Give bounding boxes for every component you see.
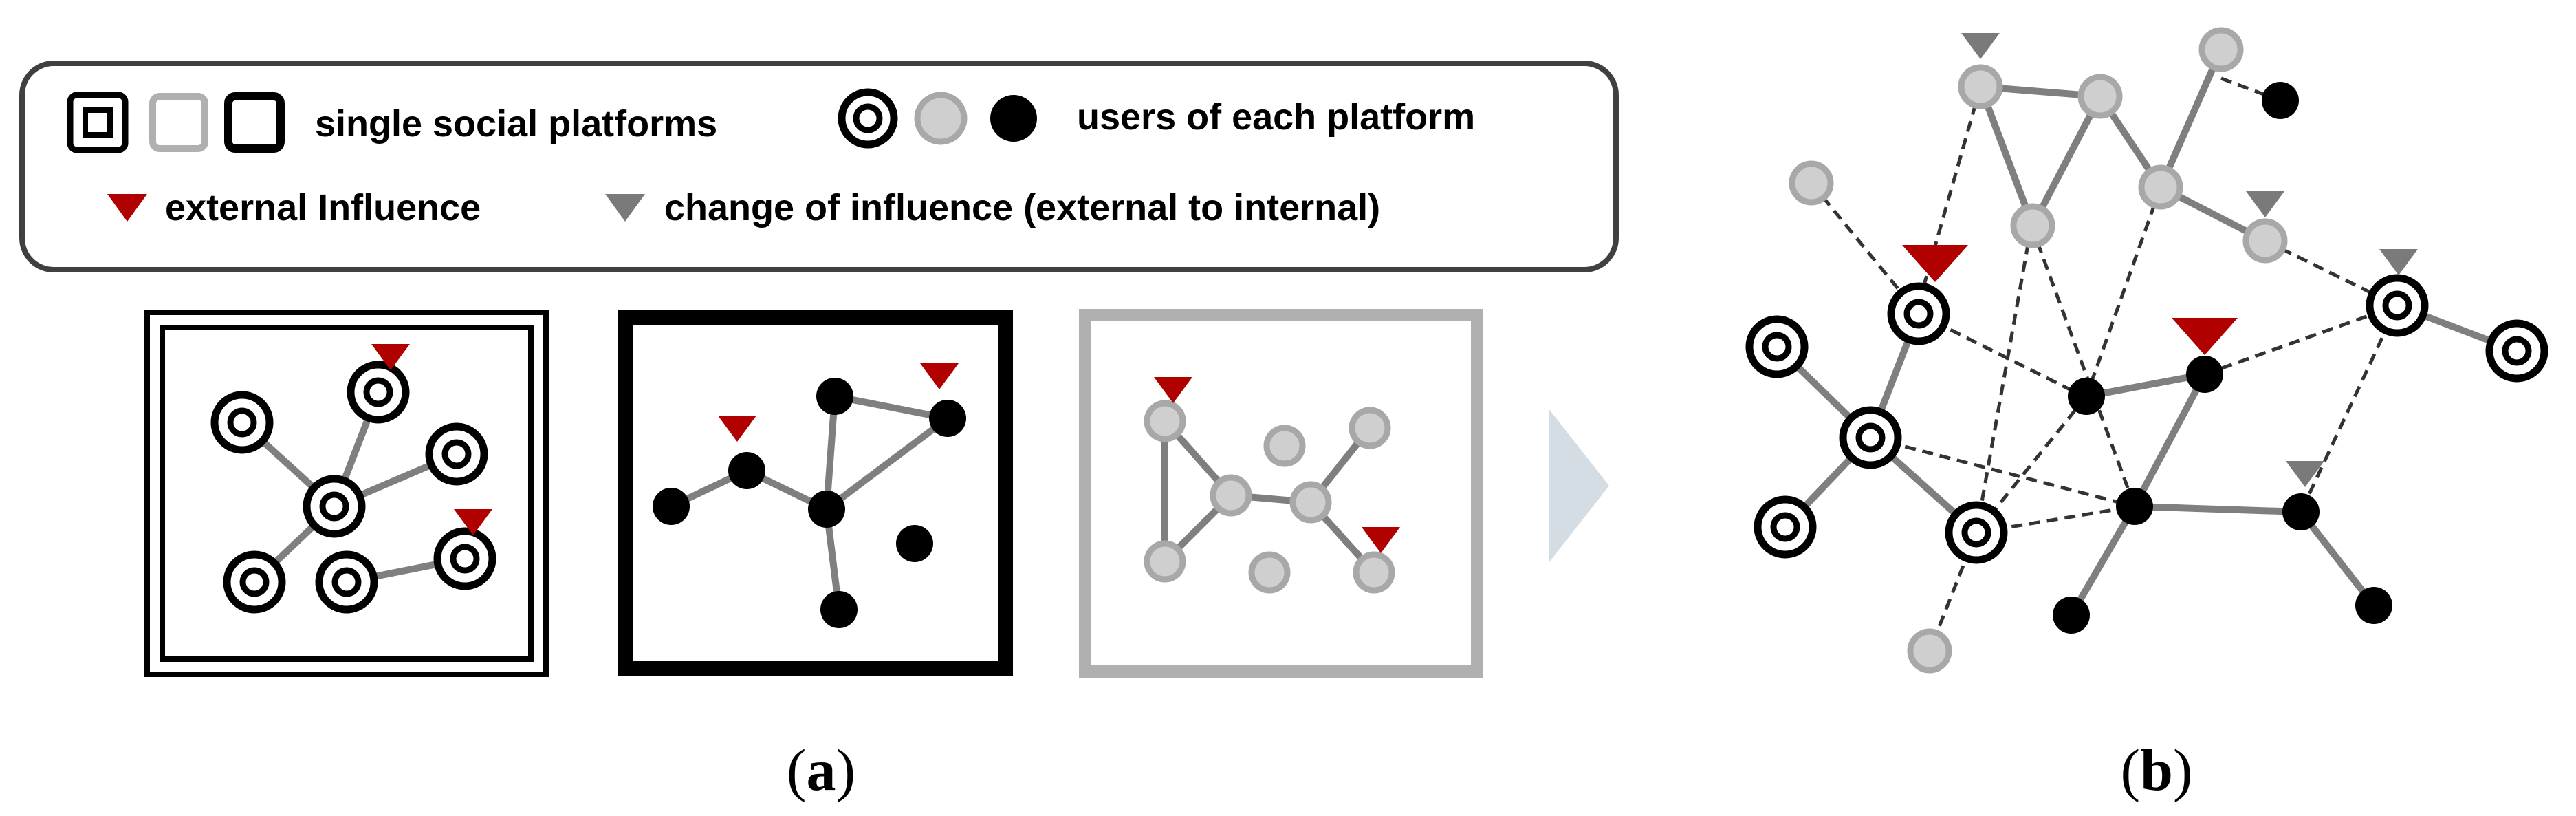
user-node xyxy=(2242,218,2288,264)
change-of-influence-marker xyxy=(2246,191,2284,217)
user-node xyxy=(816,378,853,415)
panel-users xyxy=(653,378,966,628)
external-influence-marker xyxy=(1154,377,1192,403)
user-node xyxy=(425,422,488,486)
external-influence-icon xyxy=(107,194,147,222)
user-node xyxy=(1958,64,2003,109)
svg-text:(b): (b) xyxy=(2120,737,2192,803)
platform-black-icon xyxy=(224,92,285,153)
user-node xyxy=(1789,160,1834,206)
user-node xyxy=(210,391,274,454)
transition-arrow xyxy=(1549,409,1609,563)
user-node xyxy=(929,400,966,437)
user-target-icon xyxy=(838,88,898,149)
user-node xyxy=(653,488,690,525)
user-node xyxy=(315,550,378,614)
user-node xyxy=(2010,203,2055,248)
external-influence-marker xyxy=(718,416,756,442)
user-node xyxy=(820,591,858,628)
user-node xyxy=(808,491,845,528)
merged-network xyxy=(1745,27,2548,674)
user-gray-icon xyxy=(914,92,968,145)
user-node xyxy=(1945,501,2008,564)
user-node xyxy=(2138,164,2183,210)
panel-outer-border xyxy=(144,310,549,677)
external-influence-marker xyxy=(1902,245,1968,282)
platform-double-border-icon xyxy=(67,92,129,153)
user-node xyxy=(1887,282,1950,345)
platform-gray-icon xyxy=(149,93,208,152)
external-influence-marker xyxy=(920,363,959,389)
caption-a-letter: a xyxy=(807,737,836,803)
user-node xyxy=(2262,82,2299,119)
legend: single social platforms users of each pl… xyxy=(19,61,1619,272)
platform-panel-double xyxy=(144,310,549,677)
user-node xyxy=(1210,474,1252,517)
user-black-icon xyxy=(990,95,1037,142)
panel-border xyxy=(1079,309,1483,678)
user-node xyxy=(1907,628,1952,674)
panel-border xyxy=(618,310,1013,676)
black-users xyxy=(2053,82,2392,634)
user-node xyxy=(303,475,366,538)
platform-panel-gray xyxy=(1079,309,1483,678)
change-of-influence-marker xyxy=(2286,461,2324,487)
change-of-influence-icon xyxy=(605,194,645,222)
user-node xyxy=(1263,425,1306,467)
user-node xyxy=(2186,356,2223,393)
user-node xyxy=(2198,27,2244,72)
legend-frame xyxy=(19,61,1619,272)
user-node xyxy=(433,527,496,590)
user-node xyxy=(223,550,286,614)
user-node xyxy=(2068,378,2105,415)
user-node xyxy=(1144,400,1186,442)
user-node xyxy=(1754,495,1817,559)
svg-text:(a): (a) xyxy=(787,737,855,803)
user-node xyxy=(1745,315,1809,378)
user-node xyxy=(2485,319,2548,383)
panel-inner-border xyxy=(160,325,534,662)
legend-change-label: change of influence (external to interna… xyxy=(664,187,1380,228)
user-node xyxy=(1144,540,1186,583)
gray-users xyxy=(1789,27,2288,674)
user-node xyxy=(347,361,410,424)
user-node xyxy=(2116,488,2153,525)
user-node xyxy=(1248,551,1291,594)
external-influence-marker xyxy=(1362,527,1400,553)
legend-users-label: users of each platform xyxy=(1077,96,1475,138)
platform-panel-black xyxy=(618,310,1013,676)
user-node xyxy=(2077,74,2123,119)
change-of-influence-marker xyxy=(2379,249,2418,275)
caption-a: (a) xyxy=(787,737,855,803)
user-node xyxy=(2355,587,2392,624)
caption-b-letter: b xyxy=(2140,737,2173,803)
user-node xyxy=(2053,597,2090,634)
user-node xyxy=(1289,481,1332,524)
user-node xyxy=(1839,406,1902,469)
external-influence-marker xyxy=(371,344,410,370)
legend-external-label: external Influence xyxy=(165,187,481,228)
change-of-influence-marker xyxy=(1961,33,2000,59)
user-node xyxy=(1349,407,1391,449)
legend-platforms-label: single social platforms xyxy=(315,103,717,144)
panel-users xyxy=(1144,400,1395,594)
panel-users xyxy=(210,361,496,614)
user-node xyxy=(728,452,765,489)
external-influence-marker xyxy=(2172,318,2238,355)
user-node xyxy=(2282,493,2320,530)
external-influence-marker xyxy=(454,509,492,535)
caption-b: (b) xyxy=(2120,737,2192,803)
target-users xyxy=(1745,274,2548,564)
user-node xyxy=(896,525,933,562)
user-node xyxy=(2366,274,2429,337)
user-node xyxy=(1353,551,1395,594)
